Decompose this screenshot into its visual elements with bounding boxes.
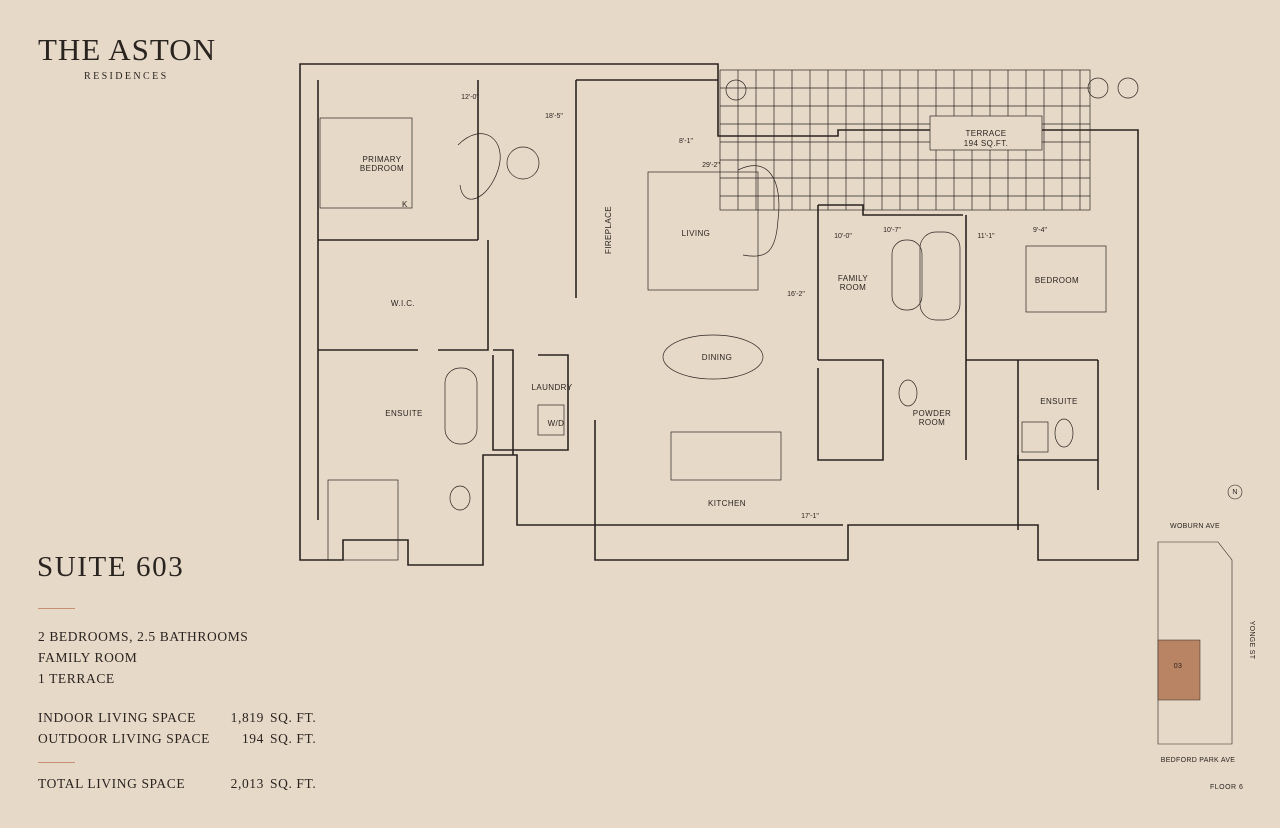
toilet-icon <box>1054 418 1074 448</box>
room-label: LIVING <box>682 229 711 238</box>
building-outline <box>1157 541 1233 745</box>
planter-icon <box>725 79 747 101</box>
north-label: N <box>1232 489 1237 496</box>
dimension-label: 17'-1" <box>801 513 819 520</box>
toilet-icon <box>449 485 471 511</box>
room-label: BEDROOM <box>1035 276 1079 285</box>
brand-subtitle: RESIDENCES <box>84 71 169 82</box>
interior-wall <box>965 215 1098 461</box>
dining-table <box>662 334 764 380</box>
floor-plan: PRIMARY BEDROOM K W.I.C. ENSUITE LAUNDRY… <box>299 63 1139 566</box>
room-label: FIREPLACE <box>604 206 613 254</box>
kitchen-island <box>670 431 782 481</box>
floor-label: FLOOR 6 <box>1210 784 1244 791</box>
feature-item: 1 TERRACE <box>38 671 115 686</box>
stat-value: 2,013 <box>230 776 264 791</box>
stat-indoor: INDOOR LIVING SPACE 1,819 SQ. FT. <box>38 710 316 726</box>
stat-label: TOTAL LIVING SPACE <box>38 776 186 791</box>
bathtub-icon <box>444 367 478 445</box>
room-label: DINING <box>702 353 732 362</box>
stat-unit: SQ. FT. <box>270 776 317 791</box>
shower-icon <box>1021 421 1049 453</box>
washer-dryer-icon <box>537 404 565 436</box>
interior-wall <box>594 420 843 526</box>
room-label: LAUNDRY <box>532 383 573 392</box>
bed-icon <box>1025 245 1107 313</box>
stat-label: OUTDOOR LIVING SPACE <box>38 731 211 746</box>
room-label: PRIMARY <box>362 155 401 164</box>
terrace-tiles <box>720 87 1090 197</box>
interior-wall <box>317 80 489 520</box>
feature-item: 2 BEDROOMS, 2.5 BATHROOMS <box>38 629 249 644</box>
brand-logo: THE ASTON RESIDENCES <box>38 34 228 82</box>
terrace-table <box>929 115 1043 151</box>
stat-unit: SQ. FT. <box>270 731 317 746</box>
divider <box>38 608 75 609</box>
room-label: FAMILY <box>838 274 869 283</box>
room-label: 194 SQ.FT. <box>964 139 1008 148</box>
key-map: N WOBURN AVE YONGE ST 03 BEDFORD PARK AV… <box>1157 484 1255 764</box>
street-label: BEDFORD PARK AVE <box>1161 757 1236 764</box>
interior-wall <box>1017 360 1099 530</box>
brand-title: THE ASTON <box>38 32 217 67</box>
dimension-label: 9'-4" <box>1033 227 1047 234</box>
dimension-label: 18'-5" <box>545 113 563 120</box>
terrace-area <box>719 69 1091 211</box>
shower-icon <box>327 479 399 561</box>
room-label: TERRACE <box>965 129 1006 138</box>
stat-outdoor: OUTDOOR LIVING SPACE 194 SQ. FT. <box>38 731 316 747</box>
street-label: YONGE ST <box>1248 621 1255 660</box>
toilet-icon <box>898 379 918 407</box>
stat-value: 194 <box>241 731 264 746</box>
room-label: ROOM <box>840 283 867 292</box>
room-label: W/D <box>548 419 565 428</box>
room-label: KITCHEN <box>708 499 746 508</box>
unit-highlight <box>1157 639 1201 701</box>
feature-item: FAMILY ROOM <box>38 650 138 665</box>
stat-unit: SQ. FT. <box>270 710 317 725</box>
room-label: POWDER <box>913 409 951 418</box>
stat-value: 1,819 <box>230 710 264 725</box>
room-label: K <box>402 200 408 209</box>
suite-features: 2 BEDROOMS, 2.5 BATHROOMS FAMILY ROOM 1 … <box>38 626 248 689</box>
dimension-label: 11'-1" <box>977 233 995 240</box>
sofa-icon <box>737 165 780 257</box>
unit-marker: 03 <box>1174 663 1182 670</box>
stat-total: TOTAL LIVING SPACE 2,013 SQ. FT. <box>38 776 316 792</box>
planter-icon <box>1117 77 1139 99</box>
dimension-label: 29'-2" <box>702 162 720 169</box>
room-label: ROOM <box>919 418 946 427</box>
exterior-wall <box>299 63 1139 566</box>
room-label: W.I.C. <box>391 299 415 308</box>
dimension-label: 16'-2" <box>787 291 805 298</box>
compass-icon <box>1227 484 1243 500</box>
bed-icon <box>319 117 413 209</box>
chaise-icon <box>457 133 501 200</box>
room-label: BEDROOM <box>360 164 404 173</box>
ottoman-icon <box>891 239 923 311</box>
family-sofa-icon <box>919 231 961 321</box>
living-rug <box>647 171 759 291</box>
planter-icon <box>1087 77 1109 99</box>
interior-wall <box>575 79 718 298</box>
room-label: ENSUITE <box>1040 397 1077 406</box>
stat-label: INDOOR LIVING SPACE <box>38 710 196 725</box>
interior-wall <box>492 349 569 455</box>
side-table-icon <box>506 146 540 180</box>
dimension-label: 8'-1" <box>679 138 693 145</box>
room-label: ENSUITE <box>385 409 422 418</box>
dimension-label: 10'-0" <box>834 233 852 240</box>
street-label: WOBURN AVE <box>1170 523 1220 530</box>
dimension-label: 10'-7" <box>883 227 901 234</box>
suite-title: SUITE 603 <box>37 551 185 583</box>
divider <box>38 762 75 763</box>
dimension-label: 12'-0" <box>461 94 479 101</box>
